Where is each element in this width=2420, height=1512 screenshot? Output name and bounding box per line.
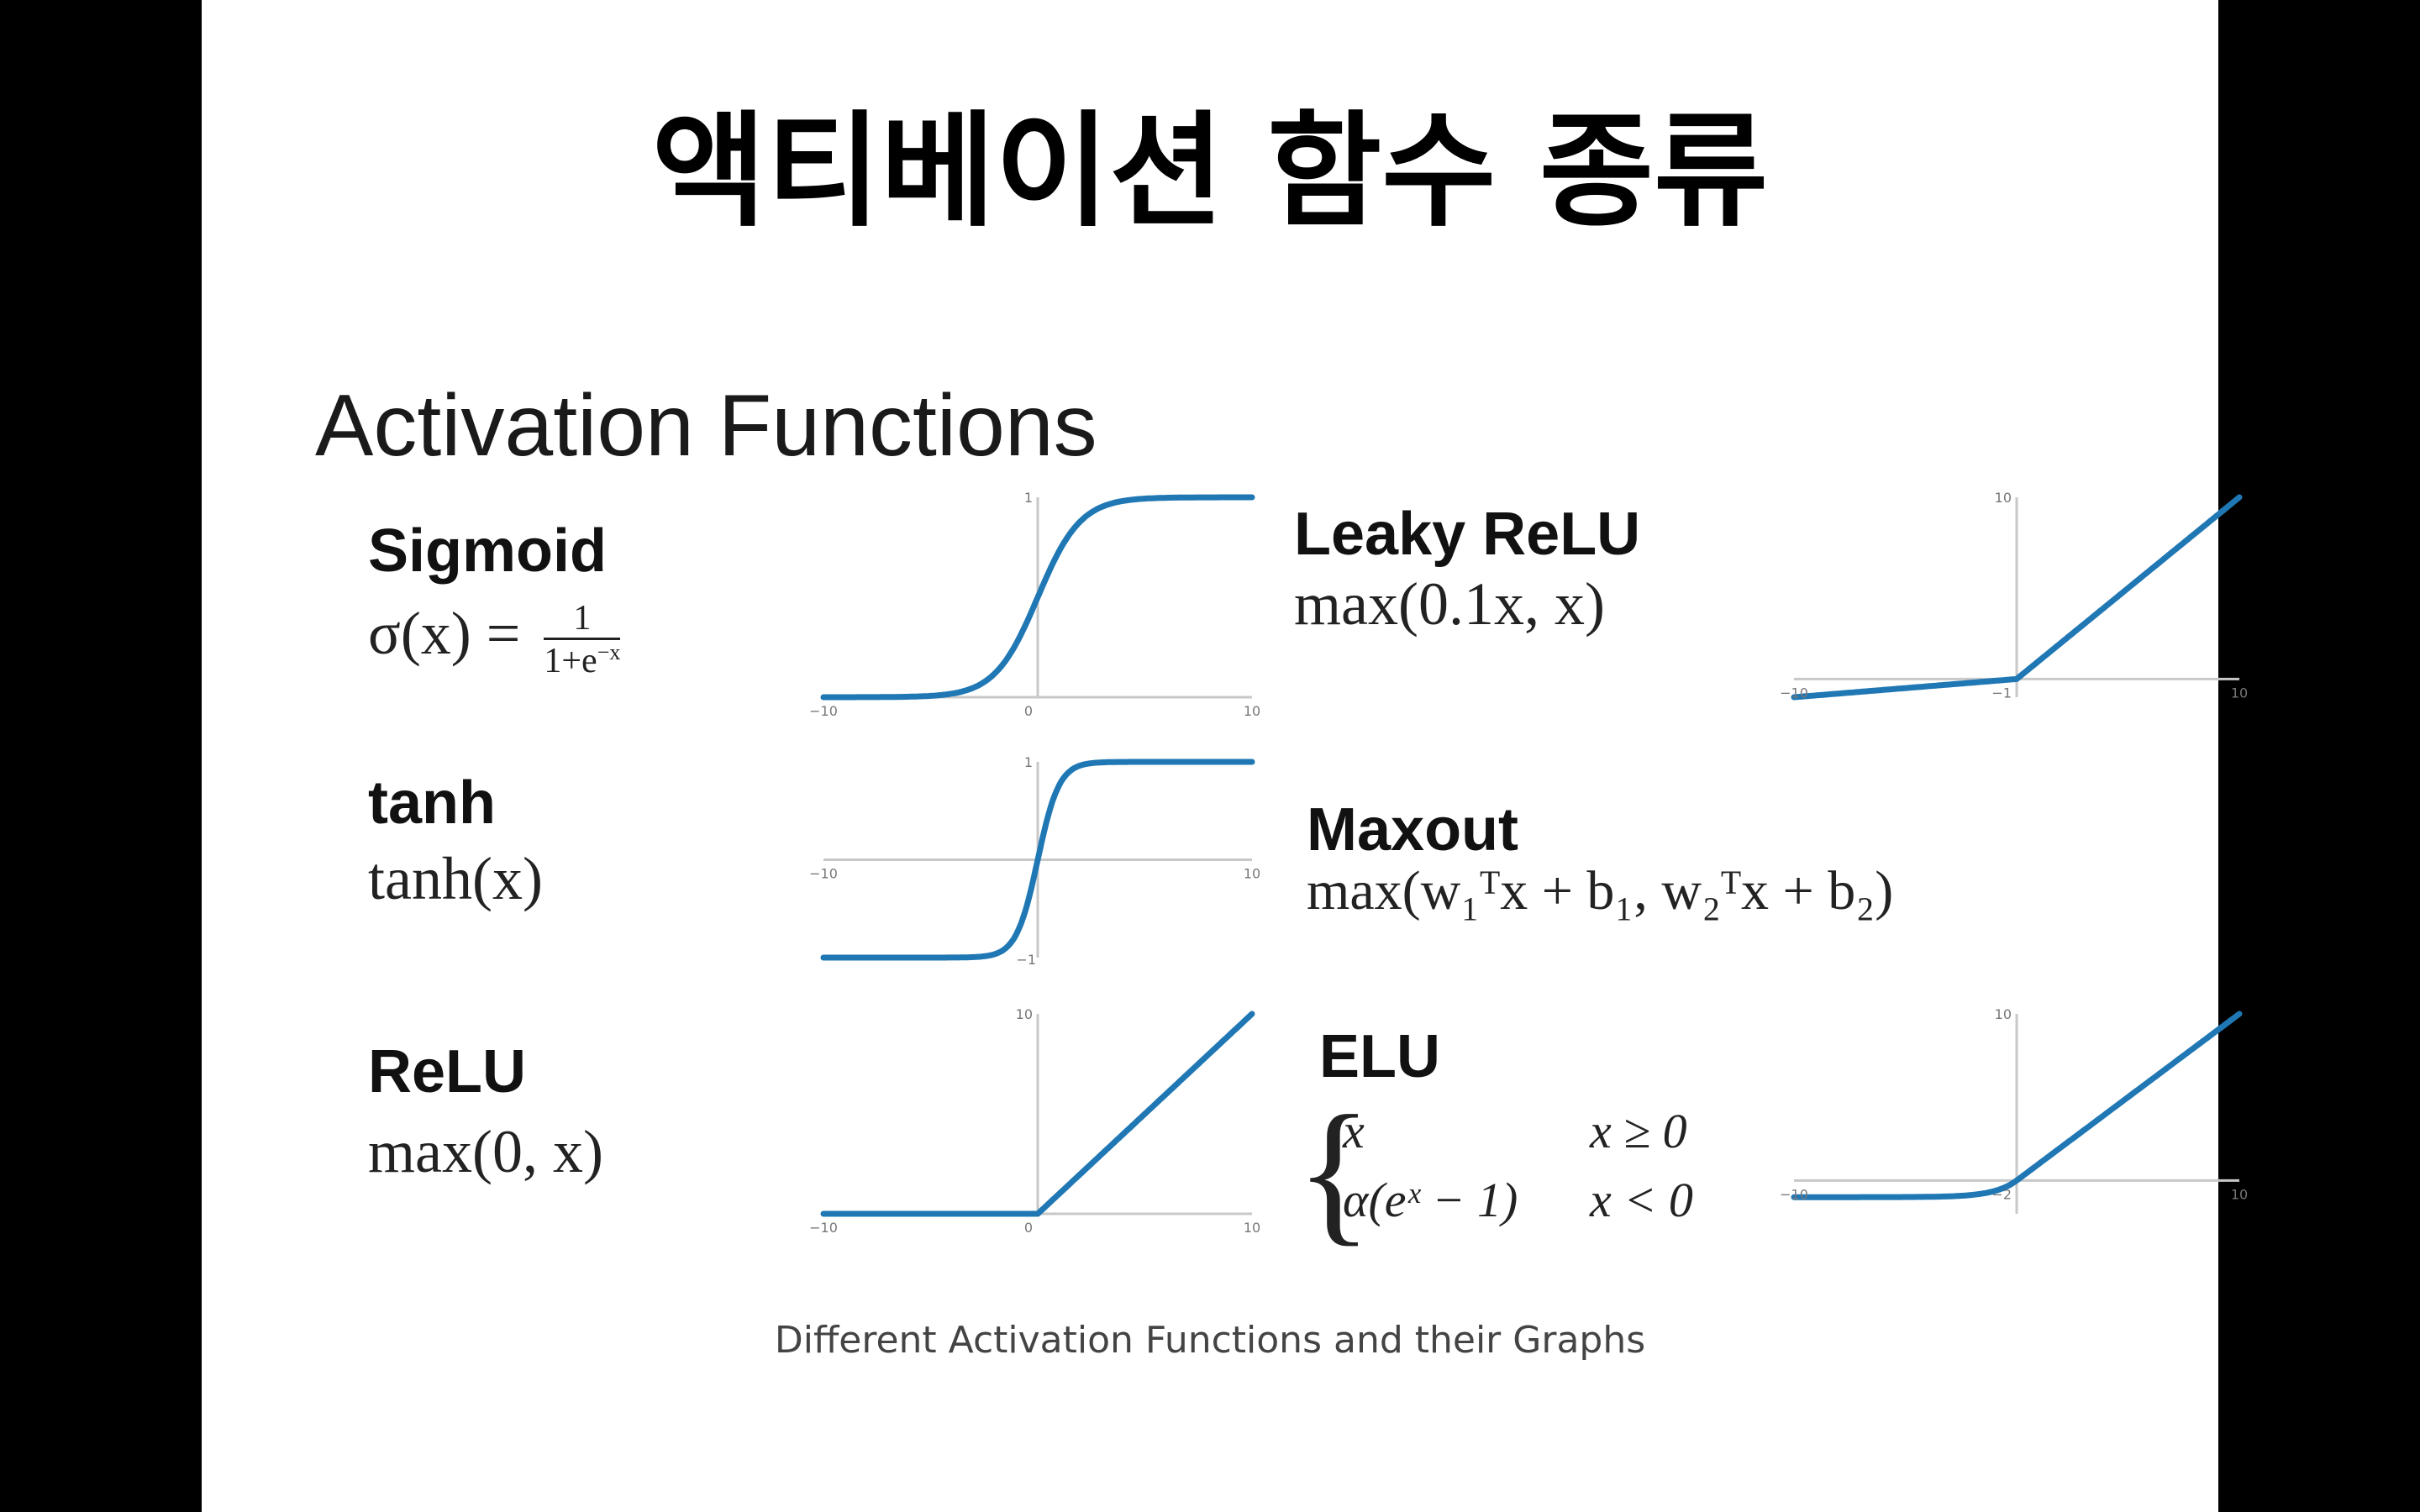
series-line-sigmoid	[820, 494, 1255, 701]
slide: 액티베이션 함수 종류 Activation Functions Sigmoid…	[202, 0, 2248, 1512]
elu-plot: −10 10 −2 10	[1760, 1004, 2265, 1239]
elu-brace: {	[1296, 1084, 1373, 1260]
sigmoid-formula-lhs: σ(x) =	[368, 600, 521, 668]
tick-label-x-min: −10	[1780, 685, 1808, 701]
elu-case2-expr: α(eˣ − 1)	[1343, 1176, 1518, 1225]
tick-label-y-max: 10	[1995, 1006, 2012, 1022]
tick-label-x-min: −10	[809, 703, 838, 719]
elu-case1-cond: x ≥ 0	[1590, 1107, 1687, 1156]
tick-label-y-min: −1	[1016, 952, 1036, 968]
elu-case1-expr-text: x	[1343, 1104, 1365, 1158]
tick-label-x-min: −10	[1780, 1186, 1808, 1202]
figure-caption: Different Activation Functions and their…	[774, 1319, 1646, 1362]
tick-label-y-max: 1	[1024, 754, 1033, 770]
tick-label-y-max: 10	[1016, 1006, 1033, 1022]
leaky-relu-plot: −10 10 −1 10	[1760, 487, 2265, 722]
slide-title: 액티베이션 함수 종류	[651, 99, 1769, 244]
plot-svg: −10 10 0 1	[809, 490, 1260, 719]
tanh-label: tanh	[368, 769, 496, 837]
tick-label-x-max: 10	[1244, 703, 1260, 719]
section-heading: Activation Functions	[315, 377, 1097, 475]
maxout-label: Maxout	[1307, 796, 1518, 864]
tick-label-origin: 0	[1024, 1220, 1033, 1236]
tick-label-x-min: −10	[809, 866, 838, 882]
elu-label: ELU	[1319, 1023, 1440, 1090]
relu-plot: −10 10 0 10	[790, 1004, 1277, 1239]
plot-svg: −10 10 −1 10	[1780, 490, 2248, 701]
sigmoid-formula: σ(x) = 1 1+e−x	[368, 600, 621, 680]
plot-svg: −10 10 −2 10	[1780, 1006, 2248, 1214]
relu-formula: max(0, x)	[368, 1118, 603, 1185]
series-line-leaky_relu	[1791, 494, 2243, 701]
tick-label-origin: 0	[1024, 703, 1033, 719]
sigmoid-denominator: 1+e−x	[544, 640, 621, 680]
series-line-elu	[1791, 1011, 2243, 1200]
leaky-relu-label: Leaky ReLU	[1294, 501, 1641, 568]
elu-case2-expr-text: α(eˣ − 1)	[1343, 1173, 1518, 1227]
tick-label-x-max: 10	[1244, 866, 1260, 882]
sigmoid-plot: −10 10 0 1	[790, 487, 1277, 722]
tick-label-x-max: 10	[2231, 685, 2248, 701]
tick-label-x-min: −10	[809, 1220, 838, 1236]
sigmoid-label: Sigmoid	[368, 517, 607, 585]
maxout-formula: max(w₁ᵀx + b₁, w₂ᵀx + b₂)	[1307, 860, 1894, 921]
plot-svg: −10 10 1 −1	[809, 754, 1260, 968]
elu-case2-cond-text: x < 0	[1590, 1173, 1693, 1227]
series-line-tanh	[820, 759, 1255, 961]
tick-label-origin: −2	[1991, 1186, 2012, 1202]
tick-label-origin: −1	[1991, 685, 2012, 701]
plot-svg: −10 10 0 10	[809, 1006, 1260, 1236]
tanh-plot: −10 10 1 −1	[790, 752, 1277, 983]
elu-case1-expr: x	[1343, 1107, 1365, 1156]
tick-label-y-max: 1	[1024, 490, 1033, 506]
elu-case1-cond-text: x ≥ 0	[1590, 1104, 1687, 1158]
series-line-relu	[820, 1011, 1255, 1217]
tick-label-y-max: 10	[1995, 490, 2012, 506]
sigmoid-denominator-base: 1+e	[544, 642, 597, 680]
elu-case2-cond: x < 0	[1590, 1176, 1693, 1225]
leaky-relu-formula: max(0.1x, x)	[1294, 570, 1605, 638]
sigmoid-fraction: 1 1+e−x	[544, 601, 621, 680]
tick-label-x-max: 10	[1244, 1220, 1260, 1236]
tick-label-x-max: 10	[2231, 1186, 2248, 1202]
tanh-formula: tanh(x)	[368, 845, 543, 912]
sigmoid-numerator: 1	[544, 601, 621, 640]
relu-label: ReLU	[368, 1038, 527, 1105]
sigmoid-exponent: −x	[597, 640, 621, 664]
